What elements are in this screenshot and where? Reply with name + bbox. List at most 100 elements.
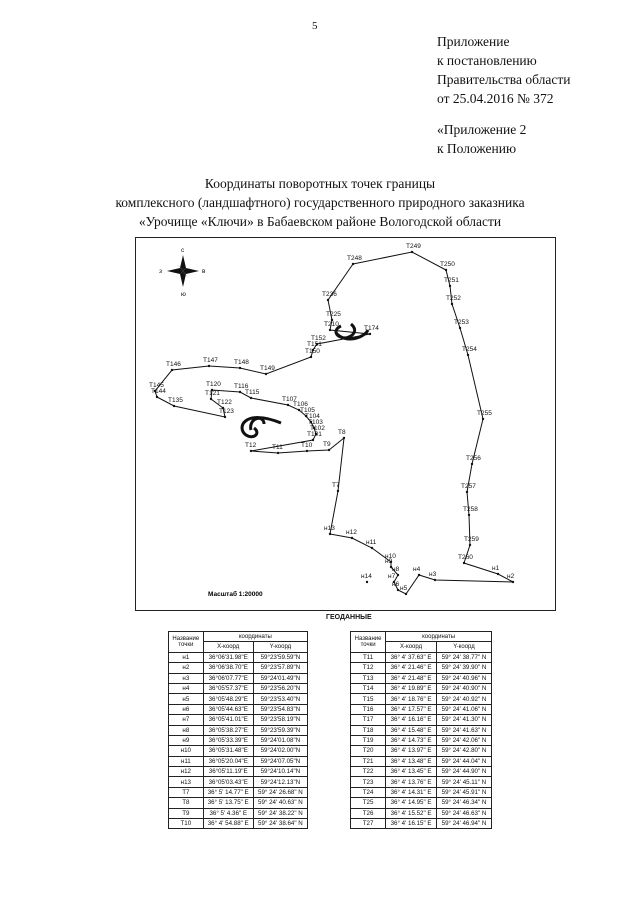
compass-icon: с в ю з	[159, 247, 206, 298]
map-point-marker	[314, 432, 318, 436]
x-coord-cell: 36° 4' 15.52" E	[385, 807, 437, 820]
map-point-label: н10	[385, 553, 396, 560]
map-point-label: Т135	[168, 397, 183, 404]
map-point-label: Т10	[301, 442, 313, 449]
point-name-cell: Т26	[349, 807, 387, 820]
map-point-label: Т250	[440, 261, 455, 268]
map-point-marker	[404, 592, 408, 596]
y-coord-cell: 59° 24' 44.90" N	[435, 766, 493, 778]
x-coord-cell: 36° 5' 13.75" E	[202, 797, 254, 809]
point-name-cell: н4	[168, 682, 204, 695]
map-point-marker	[351, 262, 355, 266]
map-point-marker	[465, 490, 469, 494]
y-coord-cell: 59° 24' 41.63" N	[435, 724, 493, 736]
title-line: Координаты поворотных точек границы	[204, 176, 436, 191]
x-coord-cell: 36°05'41.01"E	[202, 714, 254, 726]
map-point-label: н11	[366, 539, 377, 546]
map-point-marker	[264, 372, 268, 376]
point-name-cell: н5	[168, 693, 204, 705]
y-coord-cell: 59°24'12.13"N	[252, 776, 309, 788]
y-coord-cell: 59° 24' 39.90" N	[435, 662, 493, 674]
map-point-marker	[433, 578, 437, 582]
y-coord-cell: 59° 24' 42.06" N	[435, 734, 493, 747]
map-point-label: Т249	[406, 243, 421, 250]
point-name-cell: Т24	[349, 786, 387, 799]
x-coord-cell: 36° 5' 4.36" E	[202, 807, 254, 820]
y-coord-cell: 59° 24' 46.94" N	[435, 818, 493, 830]
map-point-label: Т7	[332, 482, 340, 489]
map-point-label: Т174	[364, 325, 379, 332]
y-coord-cell: 59°24'02.00"N	[252, 745, 309, 757]
x-coord-cell: 36° 4' 21.46" E	[385, 662, 437, 674]
map-point-label: Т149	[260, 365, 275, 372]
map-point-marker	[342, 436, 346, 440]
map-point-marker	[328, 328, 332, 332]
x-coord-cell: 36°06'31.98"E	[202, 651, 254, 664]
map-point-marker	[297, 408, 301, 412]
y-coord-cell: 59° 24' 40.63" N	[252, 797, 309, 809]
y-coord-cell: 59° 24' 45.11" N	[435, 776, 493, 788]
map-point-label: Т256	[466, 455, 481, 462]
map-point-marker	[309, 420, 313, 424]
compass-letter: ю	[181, 291, 186, 298]
point-name-cell: Т15	[349, 693, 387, 705]
point-name-cell: Т13	[349, 672, 387, 684]
header-y: Y-коорд	[252, 641, 309, 653]
map-point-marker	[365, 580, 369, 584]
appendix-sub-line: к Положению	[437, 141, 517, 156]
map-point-marker	[249, 396, 253, 400]
map-point-label: Т150	[305, 348, 320, 355]
y-coord-cell: 59°23'58.19"N	[252, 714, 309, 726]
y-coord-cell: 59°24'01.49"N	[252, 672, 309, 684]
point-name-cell: н2	[168, 662, 204, 674]
map-point-label: Т101	[307, 431, 322, 438]
x-coord-cell: 36° 4' 14.73" E	[385, 734, 437, 747]
map-point-label: Т105	[300, 407, 315, 414]
boundary-line	[154, 251, 514, 595]
map-point-marker	[396, 573, 400, 577]
point-name-cell: Т21	[349, 755, 387, 768]
x-coord-cell: 36° 5' 14.77" E	[202, 786, 254, 799]
point-name-cell: Т7	[168, 786, 204, 799]
point-name-cell: Т18	[349, 724, 387, 736]
appendix-line: Правительства области	[437, 72, 571, 87]
map-point-label: Т103	[308, 419, 323, 426]
map-point-marker	[172, 404, 176, 408]
map-point-marker	[462, 561, 466, 565]
map-point-label: Т144	[151, 388, 166, 395]
map-point-marker	[315, 342, 319, 346]
map-point-label: Т253	[454, 319, 469, 326]
y-coord-cell: 59°24'01.08"N	[252, 734, 309, 747]
point-name-cell: н10	[168, 745, 204, 757]
point-name-cell: н13	[168, 776, 204, 788]
map-point-label: Т11	[272, 444, 283, 451]
map-point-marker	[155, 395, 159, 399]
x-coord-cell: 36°05'44.63"E	[202, 703, 254, 716]
map-point-label: Т116	[234, 383, 249, 390]
point-name-cell: Т11	[349, 651, 387, 664]
point-name-cell: н3	[168, 672, 204, 684]
y-coord-cell: 59° 24' 26.68" N	[252, 786, 309, 799]
map-point-label: н6	[392, 581, 400, 588]
map-point-marker	[210, 388, 214, 392]
y-coord-cell: 59° 24' 44.04" N	[435, 755, 493, 768]
map-point-label: н9	[385, 558, 393, 565]
map-point-label: Т259	[464, 536, 479, 543]
map-point-marker	[209, 397, 213, 401]
map-point-label: Т248	[347, 255, 362, 262]
appendix-sub-line: «Приложение 2	[437, 122, 527, 137]
